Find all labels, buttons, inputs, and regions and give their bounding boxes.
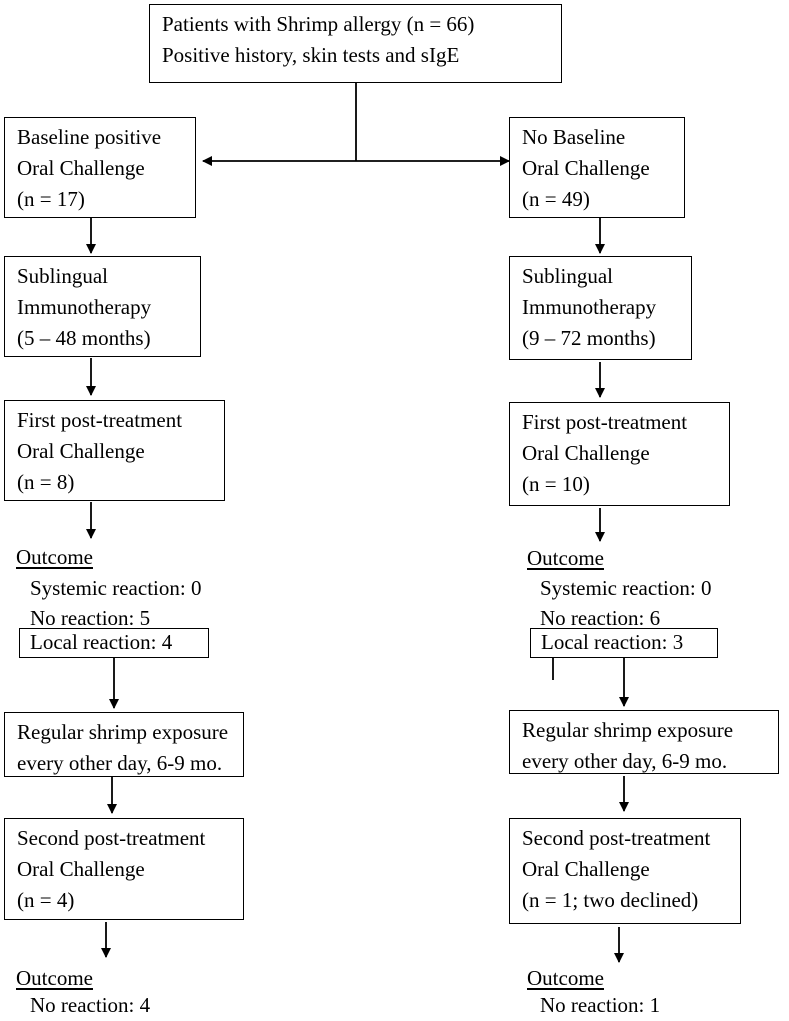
box-line: Sublingual <box>17 264 109 288</box>
right-no-reaction: No reaction: 6 <box>540 606 661 630</box>
left-first-challenge-box: First post-treatment Oral Challenge (n =… <box>4 400 225 501</box>
inclusion-criteria-label: Positive history, skin tests and sIgE <box>162 43 460 67</box>
box-line: First post-treatment <box>17 408 183 432</box>
right-exposure-box: Regular shrimp exposure every other day,… <box>509 710 779 774</box>
left-exposure-box: Regular shrimp exposure every other day,… <box>4 712 244 777</box>
box-line: Baseline positive <box>17 125 162 149</box>
box-line: Oral Challenge <box>17 857 145 881</box>
box-line: (n = 4) <box>17 888 75 912</box>
box-line: (n = 17) <box>17 187 85 211</box>
box-line: Oral Challenge <box>522 857 650 881</box>
box-line: (n = 49) <box>522 187 590 211</box>
right-baseline-box: No Baseline Oral Challenge (n = 49) <box>509 117 685 218</box>
box-line: (5 – 48 months) <box>17 326 151 350</box>
right-slit-box: Sublingual Immunotherapy (9 – 72 months) <box>509 256 692 360</box>
total-patients-box: Patients with Shrimp allergy (n = 66) Po… <box>149 4 562 83</box>
right-outcome-heading: Outcome <box>527 546 604 570</box>
left-no-reaction: No reaction: 5 <box>30 606 151 630</box>
box-line: (n = 8) <box>17 470 75 494</box>
right-final-no-reaction: No reaction: 1 <box>540 993 661 1017</box>
box-line: Sublingual <box>522 264 614 288</box>
box-line: every other day, 6-9 mo. <box>17 751 223 775</box>
box-line: every other day, 6-9 mo. <box>522 749 728 773</box>
left-slit-box: Sublingual Immunotherapy (5 – 48 months) <box>4 256 201 357</box>
box-line: Second post-treatment <box>17 826 206 850</box>
box-line: (n = 10) <box>522 472 590 496</box>
box-line: First post-treatment <box>522 410 688 434</box>
box-line: (9 – 72 months) <box>522 326 656 350</box>
box-line: Second post-treatment <box>522 826 711 850</box>
box-line: Immunotherapy <box>17 295 152 319</box>
right-systemic-reaction: Systemic reaction: 0 <box>540 576 712 600</box>
box-line: Oral Challenge <box>17 439 145 463</box>
left-outcome-heading: Outcome <box>16 545 93 569</box>
box-line: No Baseline <box>522 125 626 149</box>
box-line: Immunotherapy <box>522 295 657 319</box>
box-line: Oral Challenge <box>522 441 650 465</box>
box-line: Regular shrimp exposure <box>522 718 734 742</box>
right-second-challenge-box: Second post-treatment Oral Challenge (n … <box>509 818 741 924</box>
box-line: Regular shrimp exposure <box>17 720 229 744</box>
left-systemic-reaction: Systemic reaction: 0 <box>30 576 202 600</box>
right-first-challenge-box: First post-treatment Oral Challenge (n =… <box>509 402 730 506</box>
left-second-challenge-box: Second post-treatment Oral Challenge (n … <box>4 818 244 920</box>
total-patients-label: Patients with Shrimp allergy (n = 66) <box>162 12 475 36</box>
left-baseline-box: Baseline positive Oral Challenge (n = 17… <box>4 117 196 218</box>
box-line: Oral Challenge <box>522 156 650 180</box>
left-final-outcome-heading: Outcome <box>16 966 93 990</box>
right-final-outcome-heading: Outcome <box>527 966 604 990</box>
right-local-reaction-box: Local reaction: 3 <box>530 628 718 658</box>
left-final-no-reaction: No reaction: 4 <box>30 993 151 1017</box>
left-local-reaction-box: Local reaction: 4 <box>19 628 209 658</box>
box-line: (n = 1; two declined) <box>522 888 699 912</box>
box-line: Oral Challenge <box>17 156 145 180</box>
